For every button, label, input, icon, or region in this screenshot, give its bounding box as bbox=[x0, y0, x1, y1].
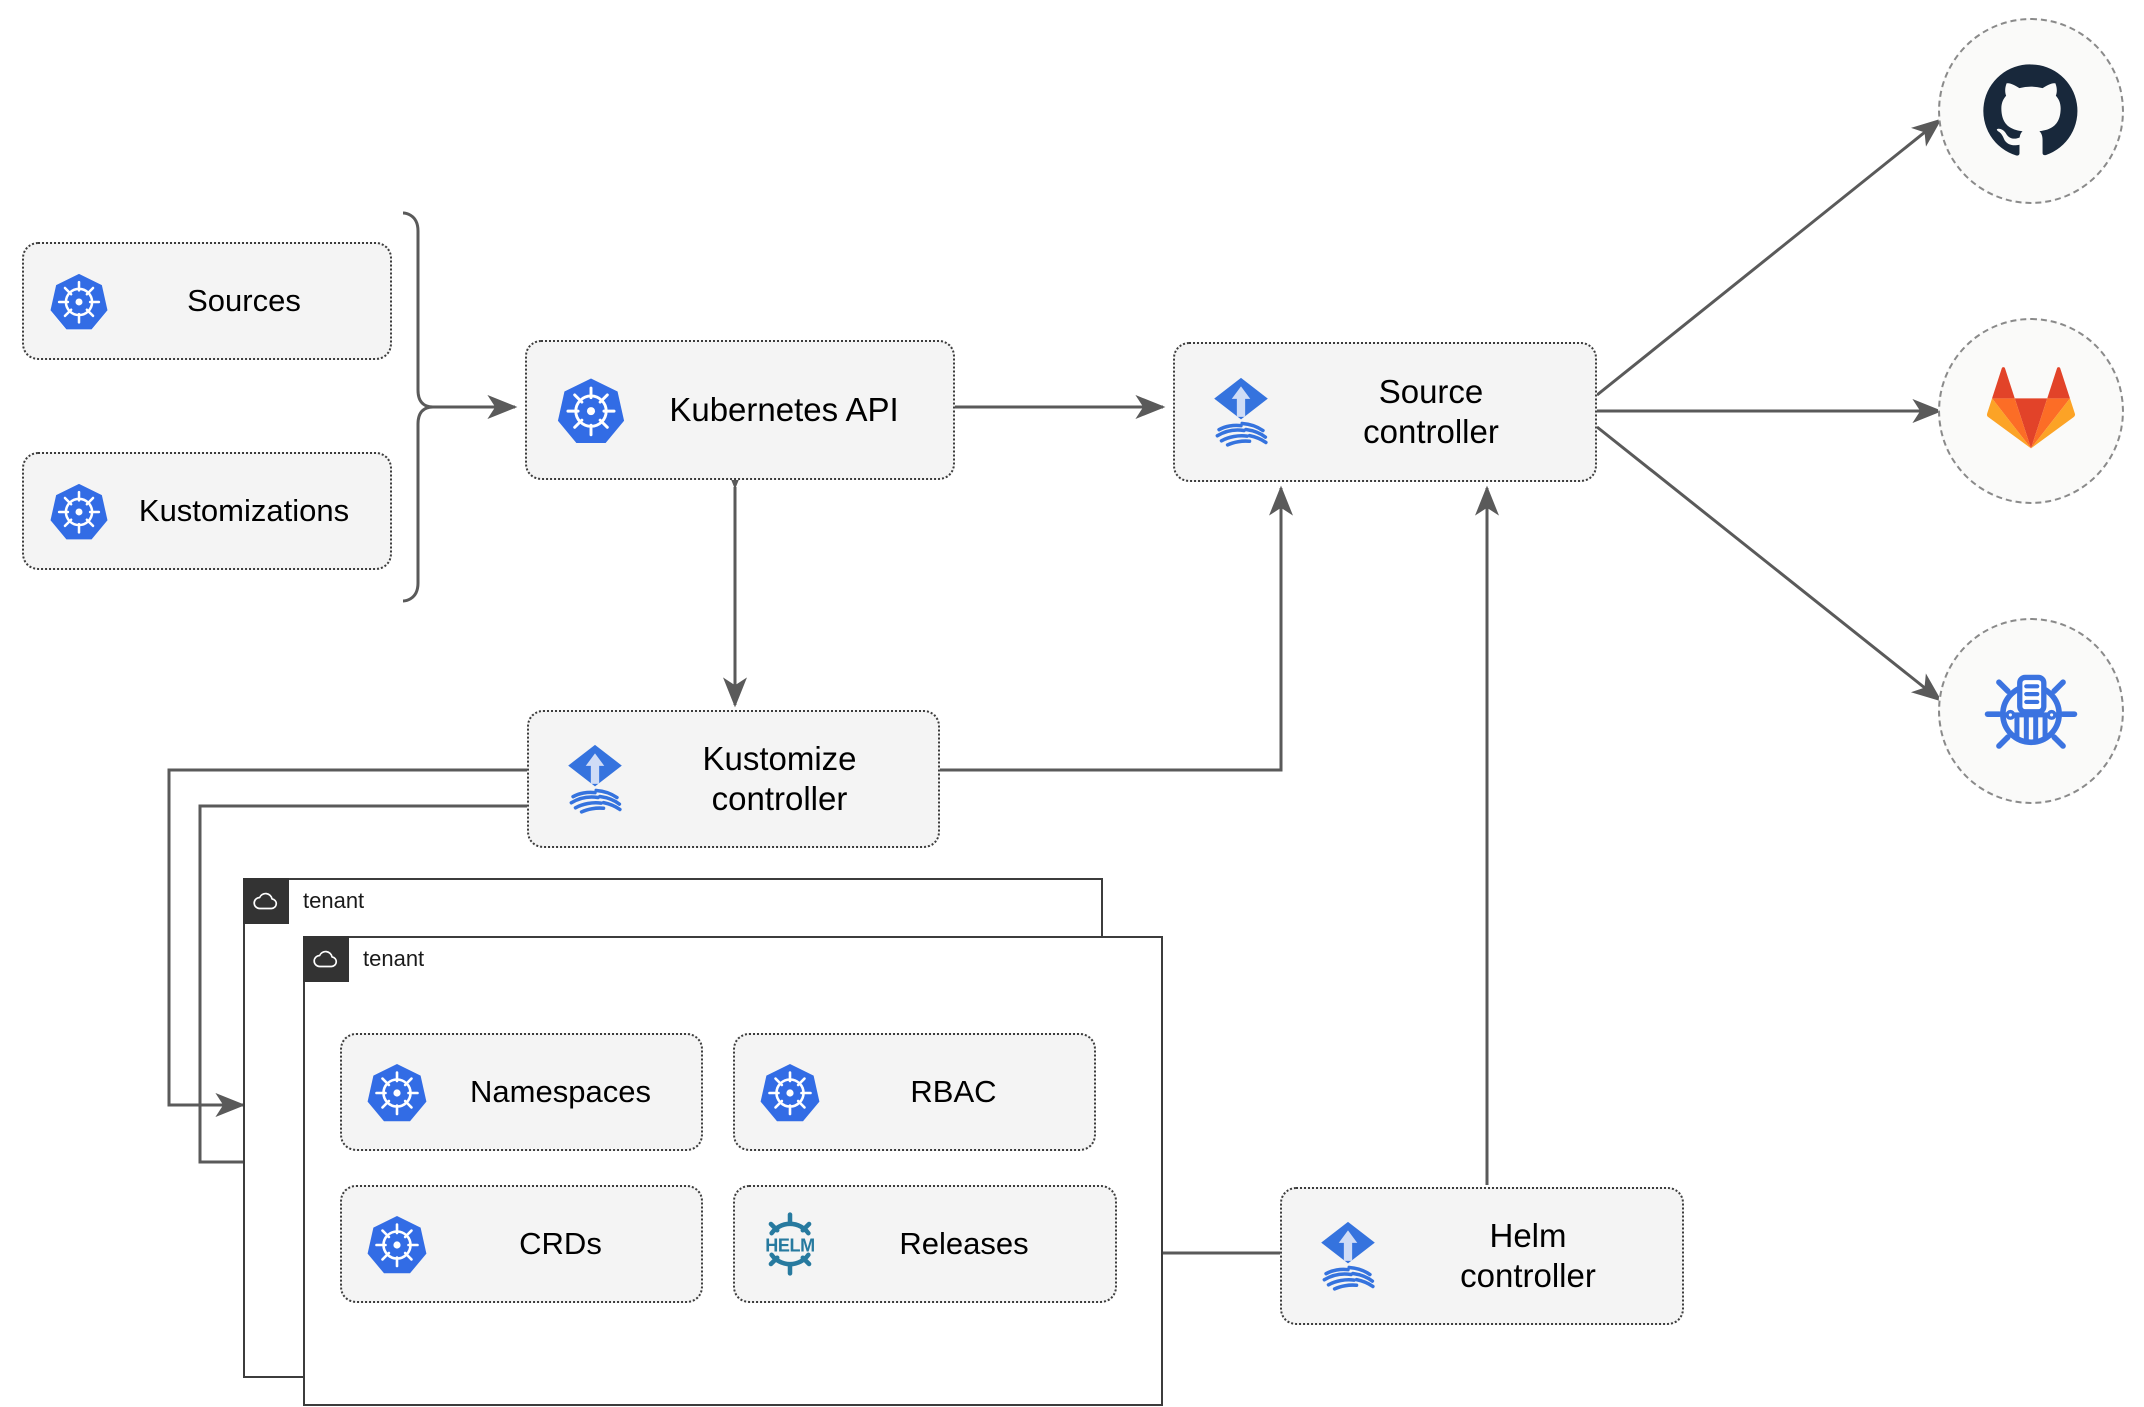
node-label-kubernetes-api: Kubernetes API bbox=[669, 390, 899, 428]
tenant-frame-front[interactable]: tenant bbox=[303, 936, 1163, 1406]
node-source-controller[interactable]: Source controller bbox=[1173, 342, 1597, 482]
flux-icon bbox=[549, 740, 641, 818]
cloud-icon bbox=[243, 878, 289, 924]
provider-gitlab[interactable] bbox=[1938, 318, 2124, 504]
kubernetes-icon bbox=[358, 1212, 436, 1276]
node-kustomize-controller[interactable]: Kustomize controller bbox=[527, 710, 940, 848]
github-icon bbox=[1983, 64, 2078, 156]
node-label-sources: Sources bbox=[187, 283, 301, 319]
tenant-label-back: tenant bbox=[303, 888, 365, 913]
node-crds[interactable]: CRDs bbox=[340, 1185, 703, 1303]
kubernetes-icon bbox=[751, 1060, 829, 1124]
flux-icon bbox=[1302, 1217, 1394, 1295]
provider-helm-repository[interactable] bbox=[1938, 618, 2124, 804]
edge-source-controller-to-github bbox=[1596, 118, 1942, 397]
tenant-header-back: tenant bbox=[243, 878, 364, 924]
node-releases[interactable]: HELM Releases bbox=[733, 1185, 1117, 1303]
node-namespaces[interactable]: Namespaces bbox=[340, 1033, 703, 1151]
node-label-crds: CRDs bbox=[519, 1226, 602, 1262]
node-sources[interactable]: Sources bbox=[22, 242, 392, 360]
node-kubernetes-api[interactable]: Kubernetes API bbox=[525, 340, 955, 480]
node-label-kustomize-controller: Kustomize controller bbox=[702, 739, 857, 817]
node-kustomizations[interactable]: Kustomizations bbox=[22, 452, 392, 570]
node-label-source-controller: Source controller bbox=[1363, 372, 1499, 450]
provider-github[interactable] bbox=[1938, 18, 2124, 204]
node-label-helm-controller: Helm controller bbox=[1460, 1216, 1596, 1294]
edge-source-controller-to-helm-repository bbox=[1596, 425, 1942, 702]
edge-kustomize-controller-to-source-controller bbox=[940, 485, 1293, 772]
helm-repository-icon bbox=[1984, 674, 2078, 749]
kubernetes-icon bbox=[547, 374, 635, 446]
tenant-label-front: tenant bbox=[363, 946, 425, 971]
helm-icon: HELM bbox=[751, 1211, 829, 1277]
kubernetes-icon bbox=[42, 480, 116, 542]
gitlab-icon bbox=[1986, 367, 2076, 449]
node-label-namespaces: Namespaces bbox=[470, 1074, 651, 1110]
svg-text:HELM: HELM bbox=[765, 1236, 814, 1256]
node-rbac[interactable]: RBAC bbox=[733, 1033, 1096, 1151]
flux-icon bbox=[1195, 373, 1287, 451]
node-label-rbac: RBAC bbox=[910, 1074, 997, 1110]
node-label-releases: Releases bbox=[899, 1226, 1029, 1262]
tenant-header-front: tenant bbox=[303, 936, 424, 982]
node-helm-controller[interactable]: Helm controller bbox=[1280, 1187, 1684, 1325]
cloud-icon bbox=[303, 936, 349, 982]
node-label-kustomizations: Kustomizations bbox=[138, 493, 350, 529]
kubernetes-icon bbox=[358, 1060, 436, 1124]
resources-bracket bbox=[402, 211, 434, 603]
kubernetes-icon bbox=[42, 270, 116, 332]
